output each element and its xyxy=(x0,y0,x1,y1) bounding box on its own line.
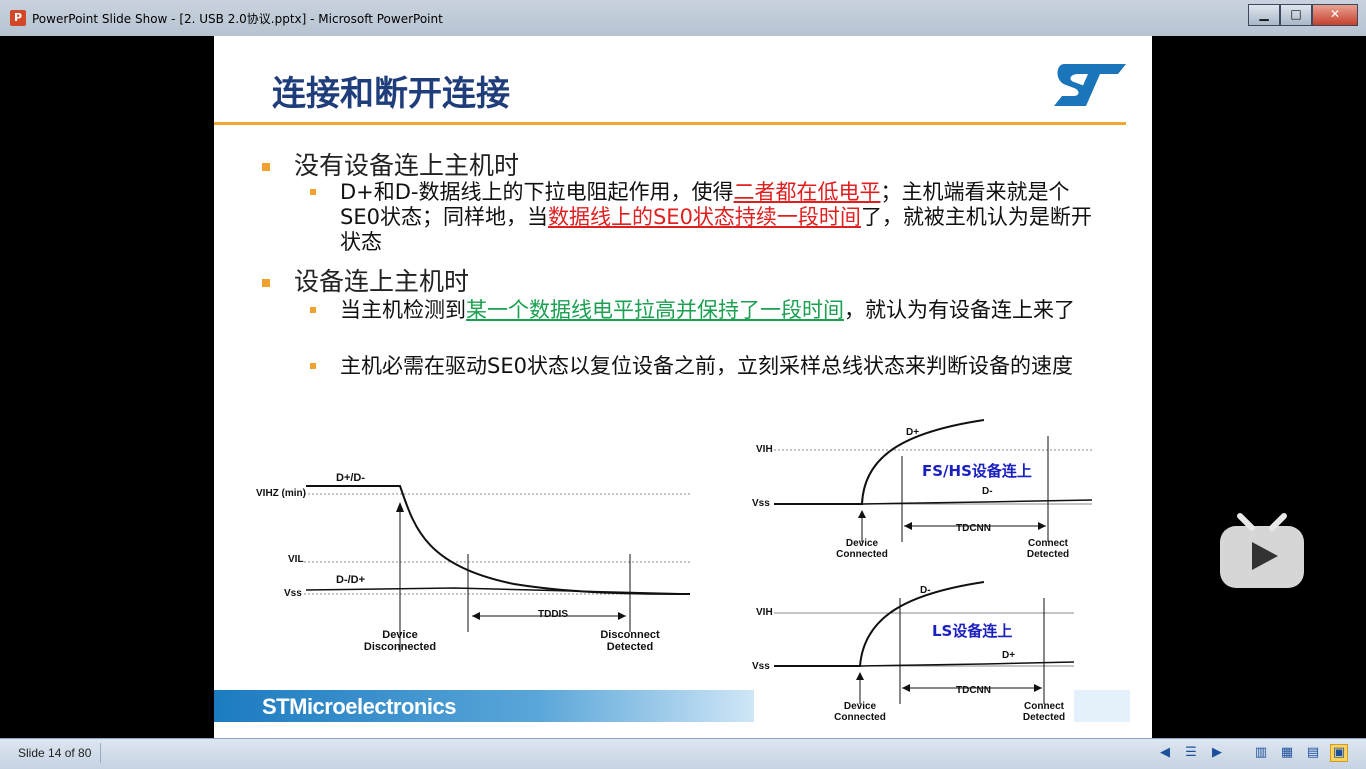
slide-title: 连接和断开连接 xyxy=(272,74,510,114)
text-run: ；主机端看来就是个SE0状态；同样地，当 xyxy=(340,180,1070,229)
title-underline xyxy=(214,122,1126,125)
fs-dplus-label: D+ xyxy=(906,427,920,438)
status-separator xyxy=(100,743,101,763)
ls-dplus-trace xyxy=(859,661,1075,667)
bilibili-watermark-icon xyxy=(1220,513,1304,588)
bullet-level2-text: 当主机检测到某一个数据线电平拉高并保持了一段时间，就认为有设备连上来了 xyxy=(340,298,1100,323)
fs-vss-label: Vss xyxy=(752,498,770,509)
bullet-level2: 主机必需在驱动SE0状态以复位设备之前，立刻采样总线状态来判断设备的速度 xyxy=(310,354,1110,404)
footer-tail xyxy=(1074,690,1130,722)
prev-slide-button[interactable]: ◀ xyxy=(1156,744,1174,762)
st-logo xyxy=(1054,64,1126,106)
sorter-view-button[interactable]: ▦ xyxy=(1278,744,1296,762)
text-run: D+和D-数据线上的下拉电阻起作用，使得 xyxy=(340,180,734,204)
ls-connect-detected-label: Connect Detected xyxy=(1022,701,1066,723)
ls-device-connected-label: Device Connected xyxy=(834,701,886,723)
ls-vih-label: VIH xyxy=(756,607,773,618)
fs-hs-caption: FS/HS设备连上 xyxy=(922,462,1032,480)
bullet-level1: 没有设备连上主机时 xyxy=(262,146,519,182)
slide-indicator: Slide 14 of 80 xyxy=(18,746,92,760)
bullet-marker-icon xyxy=(262,163,270,171)
footer-brand-text: STMicroelectronics xyxy=(262,694,456,719)
ls-dminus-trace xyxy=(774,581,985,667)
fs-dminus-trace xyxy=(861,499,1093,505)
slide-footer-bar: STMicroelectronics xyxy=(214,690,754,722)
normal-view-icon: ▥ xyxy=(1254,745,1268,760)
slideshow-view-icon: ▣ xyxy=(1332,745,1346,760)
bullet-level2: D+和D-数据线上的下拉电阻起作用，使得二者都在低电平；主机端看来就是个SE0状… xyxy=(310,180,1110,255)
normal-view-button[interactable]: ▥ xyxy=(1252,744,1270,762)
device-disconnected-label: Device Disconnected xyxy=(363,629,437,653)
next-slide-button[interactable]: ▶ xyxy=(1208,744,1226,762)
slide-menu-button[interactable]: ☰ xyxy=(1182,744,1200,762)
fs-vih-label: VIH xyxy=(756,444,773,455)
highlighted-text: 数据线上的SE0状态持续一段时间 xyxy=(547,205,861,229)
disconnect-timing-diagram xyxy=(304,485,692,652)
bullet-level1: 设备连上主机时 xyxy=(262,262,469,298)
menu-icon: ☰ xyxy=(1185,745,1197,760)
bullet-marker-icon xyxy=(310,363,316,369)
ls-vss-label: Vss xyxy=(752,661,770,672)
text-run: ，就认为有设备连上来了 xyxy=(844,298,1075,322)
vss-label: Vss xyxy=(284,588,302,599)
bullet-level2-text: 主机必需在驱动SE0状态以复位设备之前，立刻采样总线状态来判断设备的速度 xyxy=(340,354,1100,379)
next-icon: ▶ xyxy=(1212,745,1222,760)
slideshow-view-button[interactable]: ▣ xyxy=(1330,744,1348,762)
bullet-marker-icon xyxy=(310,307,316,313)
window-titlebar: P PowerPoint Slide Show - [2. USB 2.0协议.… xyxy=(0,0,1366,36)
vihz-label: VIHZ (min) xyxy=(256,488,306,499)
maximize-icon: □ xyxy=(1290,7,1302,21)
maximize-button[interactable]: □ xyxy=(1280,4,1312,26)
dplus-dminus-label: D+/D- xyxy=(336,472,366,484)
powerpoint-app-icon: P xyxy=(10,10,26,26)
fs-dminus-label: D- xyxy=(982,486,993,497)
fs-dplus-trace xyxy=(774,419,985,505)
ls-caption: LS设备连上 xyxy=(932,622,1013,640)
close-button[interactable]: ✕ xyxy=(1312,4,1358,26)
disconnect-detected-label: Disconnect Detected xyxy=(600,629,660,653)
status-bar: Slide 14 of 80 ◀ ☰ ▶ ▥ ▦ ▤ ▣ xyxy=(0,738,1366,769)
fs-device-connected-label: Device Connected xyxy=(836,538,888,560)
dminus-dplus-trace xyxy=(305,587,691,595)
minimize-icon: ▁ xyxy=(1259,7,1269,21)
highlighted-text: 二者都在低电平 xyxy=(733,180,881,204)
window-title: PowerPoint Slide Show - [2. USB 2.0协议.pp… xyxy=(32,12,443,26)
dplus-dminus-trace xyxy=(306,485,691,595)
text-run: 主机必需在驱动SE0状态以复位设备之前，立刻采样总线状态来判断设备的速度 xyxy=(340,354,1073,378)
bullet-level2: 当主机检测到某一个数据线电平拉高并保持了一段时间，就认为有设备连上来了 xyxy=(310,298,1110,348)
reading-view-button[interactable]: ▤ xyxy=(1304,744,1322,762)
dminus-dplus-label: D-/D+ xyxy=(336,574,366,586)
bullet-marker-icon xyxy=(310,189,316,195)
bullet-marker-icon xyxy=(262,279,270,287)
fs-connect-timing-diagram xyxy=(774,419,1093,542)
vil-label: VIL xyxy=(288,554,304,565)
minimize-button[interactable]: ▁ xyxy=(1248,4,1280,26)
fs-connect-detected-label: Connect Detected xyxy=(1026,538,1070,560)
tddis-label: TDDIS xyxy=(538,609,568,620)
ls-dplus-label: D+ xyxy=(1002,650,1016,661)
close-icon: ✕ xyxy=(1329,7,1341,21)
text-run: 当主机检测到 xyxy=(340,298,466,322)
ls-connect-timing-diagram xyxy=(774,581,1075,704)
reading-view-icon: ▤ xyxy=(1306,745,1320,760)
sorter-view-icon: ▦ xyxy=(1280,745,1294,760)
bullet-level1-text: 没有设备连上主机时 xyxy=(294,151,520,180)
highlighted-text: 某一个数据线电平拉高并保持了一段时间 xyxy=(466,298,844,322)
bullet-level1-text: 设备连上主机时 xyxy=(294,267,470,296)
fs-tdcnn-label: TDCNN xyxy=(956,523,991,534)
ls-dminus-label: D- xyxy=(920,585,931,596)
prev-icon: ◀ xyxy=(1160,745,1170,760)
ls-tdcnn-label: TDCNN xyxy=(956,685,991,696)
text-run: 了，就被主机认为是断开状态 xyxy=(340,205,1092,254)
bullet-level2-text: D+和D-数据线上的下拉电阻起作用，使得二者都在低电平；主机端看来就是个SE0状… xyxy=(340,180,1100,255)
